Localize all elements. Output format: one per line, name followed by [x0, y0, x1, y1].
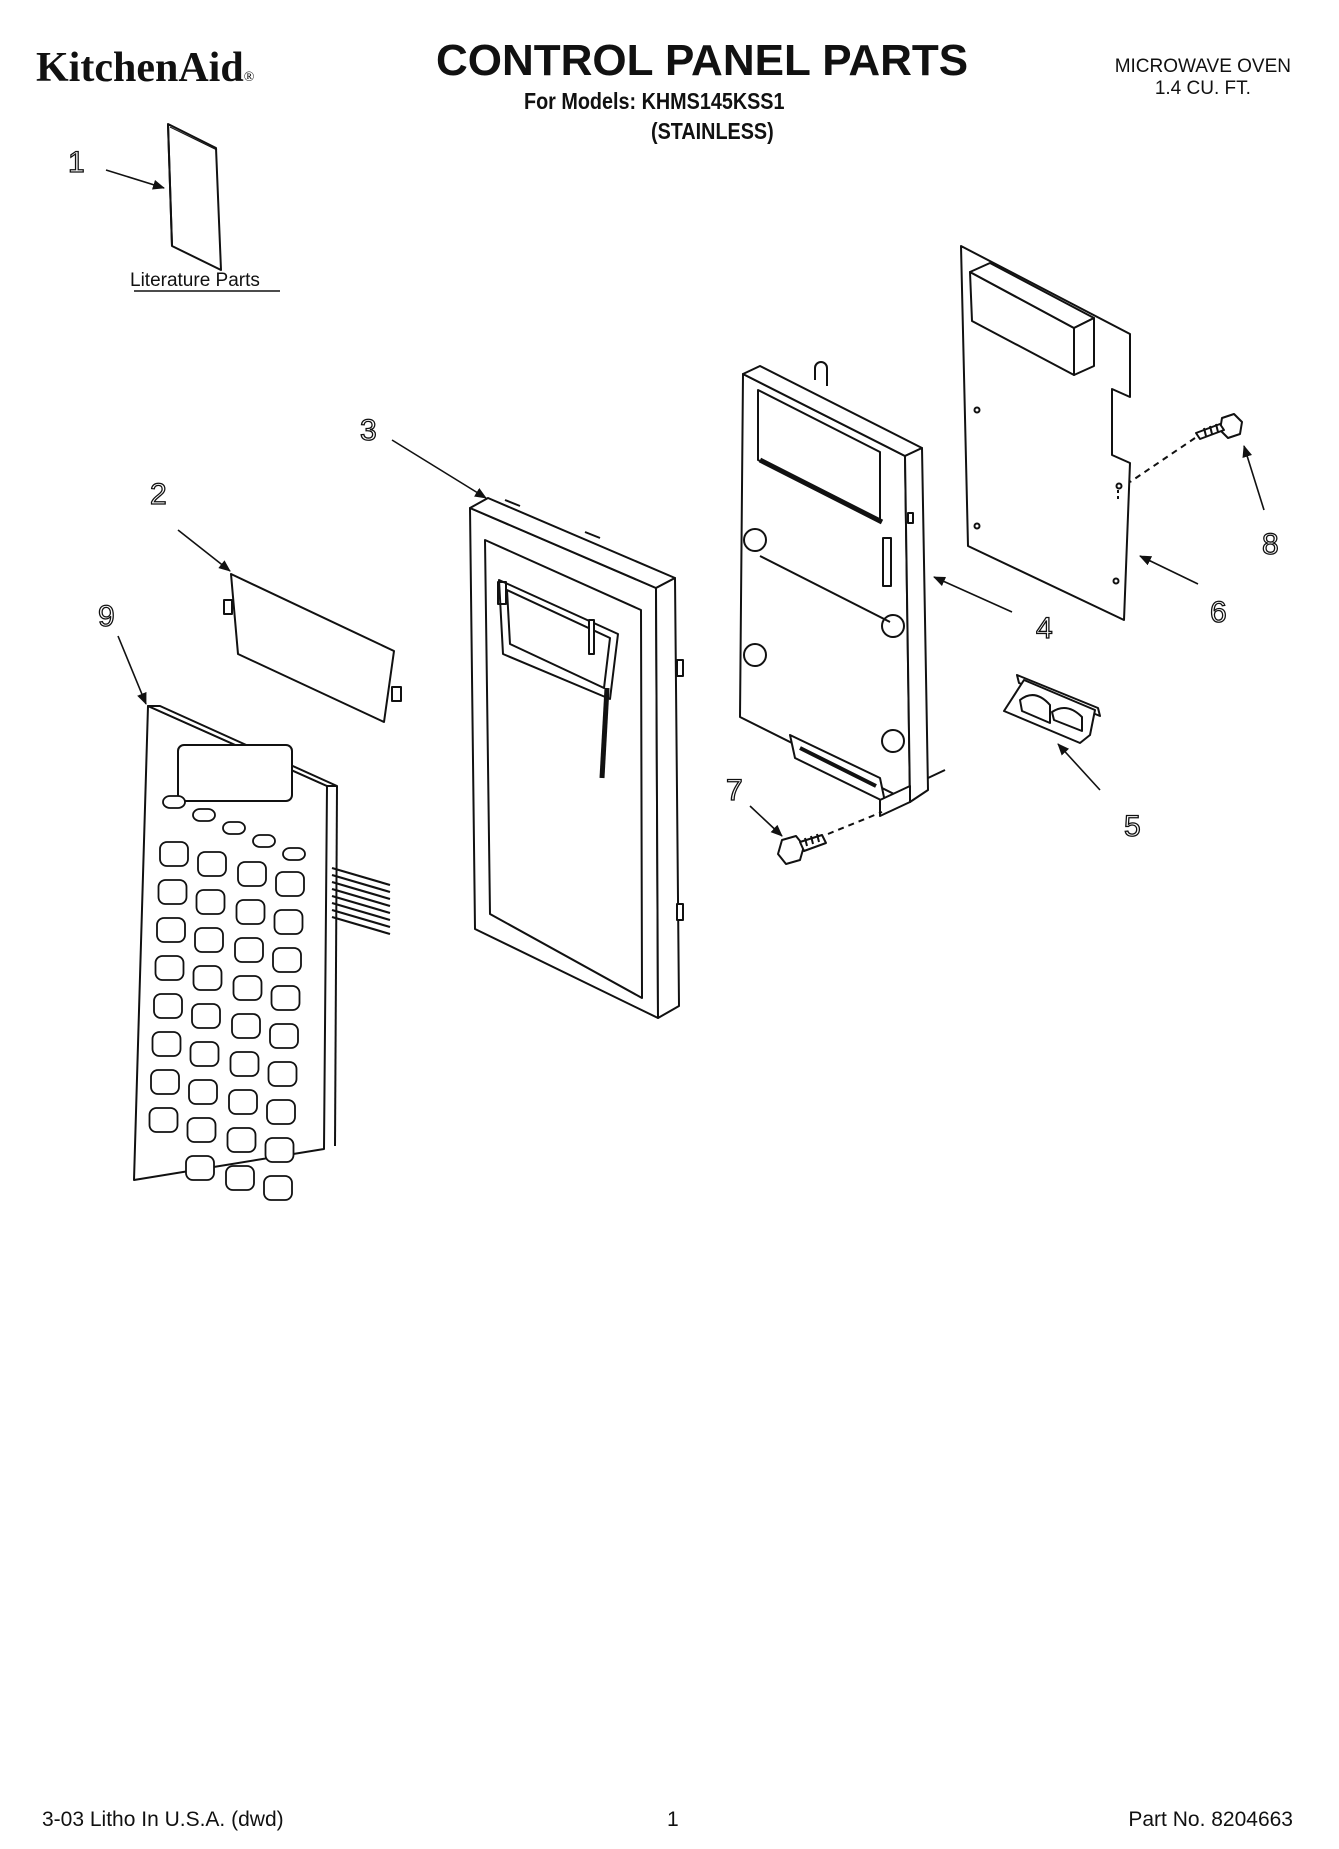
callout-9: 9 [98, 600, 115, 633]
keypad-key [162, 795, 186, 809]
callout-2: 2 [150, 478, 167, 511]
models-line: For Models: KHMS145KSS1 [524, 88, 785, 114]
callout-8: 8 [1262, 528, 1279, 561]
keypad-key [188, 1079, 218, 1105]
screw-lower-guide [827, 811, 883, 835]
arrow-1 [105, 169, 165, 190]
callout-3: 3 [360, 414, 377, 447]
arrow-7 [749, 805, 783, 837]
keypad-key [156, 917, 186, 943]
callout-4: 4 [1036, 612, 1053, 645]
keypad-key [226, 1127, 257, 1153]
keypad-key [252, 834, 276, 848]
page-title: CONTROL PANEL PARTS [436, 36, 969, 85]
control-panel-frame [469, 497, 684, 1019]
brand-name: KitchenAid [36, 45, 244, 91]
keypad-key [264, 1137, 295, 1163]
keypad-key [189, 1041, 220, 1067]
keypad-key [222, 821, 246, 835]
literature-booklet [167, 123, 222, 271]
keypad-key [186, 1117, 217, 1143]
callout-1: 1 [68, 146, 85, 179]
keypad-key [267, 1061, 298, 1087]
keypad-key [232, 975, 263, 1001]
arrow-3 [391, 439, 487, 499]
keypad-overlay [133, 705, 391, 1201]
literature-parts-label: Literature Parts [130, 270, 260, 291]
keypad-key [185, 1155, 215, 1181]
keypad-key [234, 937, 264, 963]
keypad-key [229, 1051, 260, 1077]
arrow-2 [177, 529, 231, 572]
control-bracket [739, 361, 946, 817]
keypad-key [235, 899, 266, 925]
product-capacity: 1.4 CU. FT. [1154, 78, 1251, 99]
product-spec: MICROWAVE OVEN 1.4 CU. FT. [1115, 56, 1291, 100]
callout-5: 5 [1124, 810, 1141, 843]
keypad-key [148, 1107, 179, 1133]
arrow-8 [1242, 445, 1265, 511]
keypad-key [269, 1023, 299, 1049]
keypad-key [273, 909, 304, 935]
keypad-key [266, 1099, 296, 1125]
arrow-4 [933, 576, 1013, 613]
finish-line: (STAINLESS) [651, 118, 774, 144]
keypad-key [192, 808, 216, 822]
arrow-9 [117, 635, 147, 705]
electronic-control-board [960, 245, 1131, 621]
keypad-key [237, 861, 267, 887]
print-info: 3-03 Litho In U.S.A. (dwd) [42, 1808, 284, 1831]
screw-upper [1195, 413, 1243, 440]
keypad-key [195, 889, 226, 915]
arrow-6 [1139, 555, 1199, 585]
keypad-key [154, 955, 185, 981]
keypad-key [263, 1175, 293, 1201]
keypad-key [275, 871, 305, 897]
arrow-5 [1057, 743, 1101, 791]
brand-logo: KitchenAid® [36, 44, 254, 92]
keypad-key [153, 993, 183, 1019]
keypad-key [150, 1069, 180, 1095]
keypad-key [272, 947, 302, 973]
keypad-key [157, 879, 188, 905]
callout-6: 6 [1210, 596, 1227, 629]
keypad-key [159, 841, 189, 867]
door-latch-clip [1003, 674, 1101, 744]
keypad-key [225, 1165, 255, 1191]
keypad-key [282, 847, 306, 861]
page-number: 1 [667, 1808, 679, 1831]
brand-registered-mark: ® [243, 70, 255, 85]
keypad-key [194, 927, 224, 953]
keypad-key [191, 1003, 221, 1029]
callout-7: 7 [726, 774, 743, 807]
part-number: Part No. 8204663 [1128, 1808, 1293, 1831]
screw-upper-guide [1129, 437, 1196, 483]
keypad-key [270, 985, 301, 1011]
keypad-key [197, 851, 227, 877]
keypad-key [151, 1031, 182, 1057]
screw-lower [777, 833, 827, 865]
product-type: MICROWAVE OVEN [1114, 56, 1291, 77]
keypad-key [231, 1013, 261, 1039]
keypad-key [192, 965, 223, 991]
display-lens [223, 573, 402, 723]
keypad-key [228, 1089, 258, 1115]
